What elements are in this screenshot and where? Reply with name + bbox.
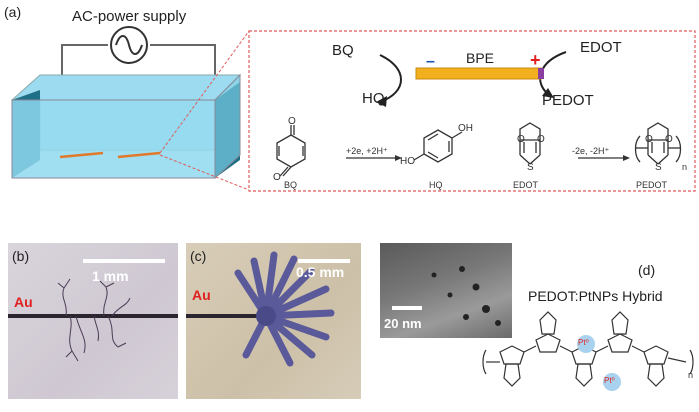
pedot-subscript-n: n <box>682 162 688 172</box>
hq-structure <box>413 129 463 163</box>
scale-label-tem: 20 nm <box>384 316 422 331</box>
tem-image <box>380 243 512 338</box>
pedot-fingers <box>234 251 335 367</box>
edot-o-right: O <box>537 134 545 145</box>
water-surface <box>10 74 242 101</box>
edot-structure <box>519 122 541 165</box>
dashed-zoom-box <box>248 30 696 192</box>
panel-c-dendrites <box>186 251 335 367</box>
pt-nanoparticle-top <box>577 335 595 353</box>
edot-s: S <box>527 162 534 173</box>
hq-ho-bottom: HO <box>400 156 415 167</box>
struct-pedot-label: PEDOT <box>636 180 668 190</box>
panel-b-micrograph <box>8 243 178 399</box>
edot-label: EDOT <box>580 39 622 56</box>
scale-bar-b <box>83 259 165 263</box>
pedot-o-right: O <box>665 134 673 145</box>
electrochemical-cell-illustration <box>10 26 250 191</box>
tank-side <box>214 73 241 180</box>
oxidation-conditions: -2e, -2H⁺ <box>572 146 610 156</box>
au-label-c: Au <box>192 287 211 303</box>
hybrid-subscript-n: n <box>688 370 694 380</box>
au-wire-c <box>186 314 266 318</box>
bq-bottom-oxygen: O <box>273 172 281 183</box>
scale-bar-c <box>298 259 350 263</box>
scale-label-b: 1 mm <box>92 268 129 284</box>
ac-source-icon <box>110 26 148 64</box>
struct-hq-label: HQ <box>429 180 443 190</box>
reaction-scheme-box <box>248 30 696 192</box>
reduction-curved-arrow <box>379 54 402 103</box>
minus-sign: – <box>426 53 435 70</box>
panel-c-micrograph <box>186 243 361 399</box>
power-supply-label: AC-power supply <box>72 8 187 25</box>
bq-top-oxygen: O <box>288 116 296 127</box>
bpe-rod-right <box>117 151 161 159</box>
zoom-line-bottom <box>159 154 250 191</box>
hybrid-title: PEDOT:PtNPs Hybrid <box>528 288 663 304</box>
pedot-ptnps-structure <box>482 311 694 391</box>
pedot-label: PEDOT <box>542 92 594 109</box>
struct-bq-label: BQ <box>284 180 298 190</box>
bq-label: BQ <box>332 42 354 59</box>
tem-nanoparticles <box>431 266 501 326</box>
pt-nanoparticle-bottom <box>603 373 621 391</box>
panel-b-dendrites <box>8 278 178 362</box>
scale-label-c: 0.5 mm <box>296 264 345 280</box>
bpe-label: BPE <box>466 50 495 66</box>
edot-o-left: O <box>517 134 525 145</box>
pt-label-bottom: Pt⁰ <box>604 376 615 385</box>
bpe-rod-left <box>59 151 104 159</box>
au-wire <box>8 314 178 318</box>
dendrite-growth <box>57 278 131 362</box>
zoom-line-top <box>159 30 250 154</box>
reduction-conditions: +2e, +2H⁺ <box>346 146 388 156</box>
struct-edot-label: EDOT <box>513 180 539 190</box>
panel-b-label: (b) <box>12 248 30 264</box>
pedot-o-left: O <box>645 134 653 145</box>
scale-bar-tem <box>392 306 422 310</box>
pedot-structure <box>634 122 682 165</box>
reduction-arrowhead <box>376 96 387 107</box>
panel-c-label: (c) <box>190 248 207 264</box>
pt-label-top: Pt⁰ <box>578 338 589 347</box>
pedot-coating <box>538 68 544 79</box>
au-label-b: Au <box>14 294 33 310</box>
panel-a-label: (a) <box>4 4 22 20</box>
pedot-s: S <box>655 162 662 173</box>
tank-front <box>11 99 216 179</box>
bq-structure <box>276 125 306 177</box>
panel-d-label: (d) <box>638 262 656 278</box>
oxidation-arrowhead <box>542 88 554 98</box>
plus-sign: + <box>530 50 541 70</box>
hq-oh-top: OH <box>458 123 473 134</box>
hq-label: HQ <box>362 90 385 107</box>
